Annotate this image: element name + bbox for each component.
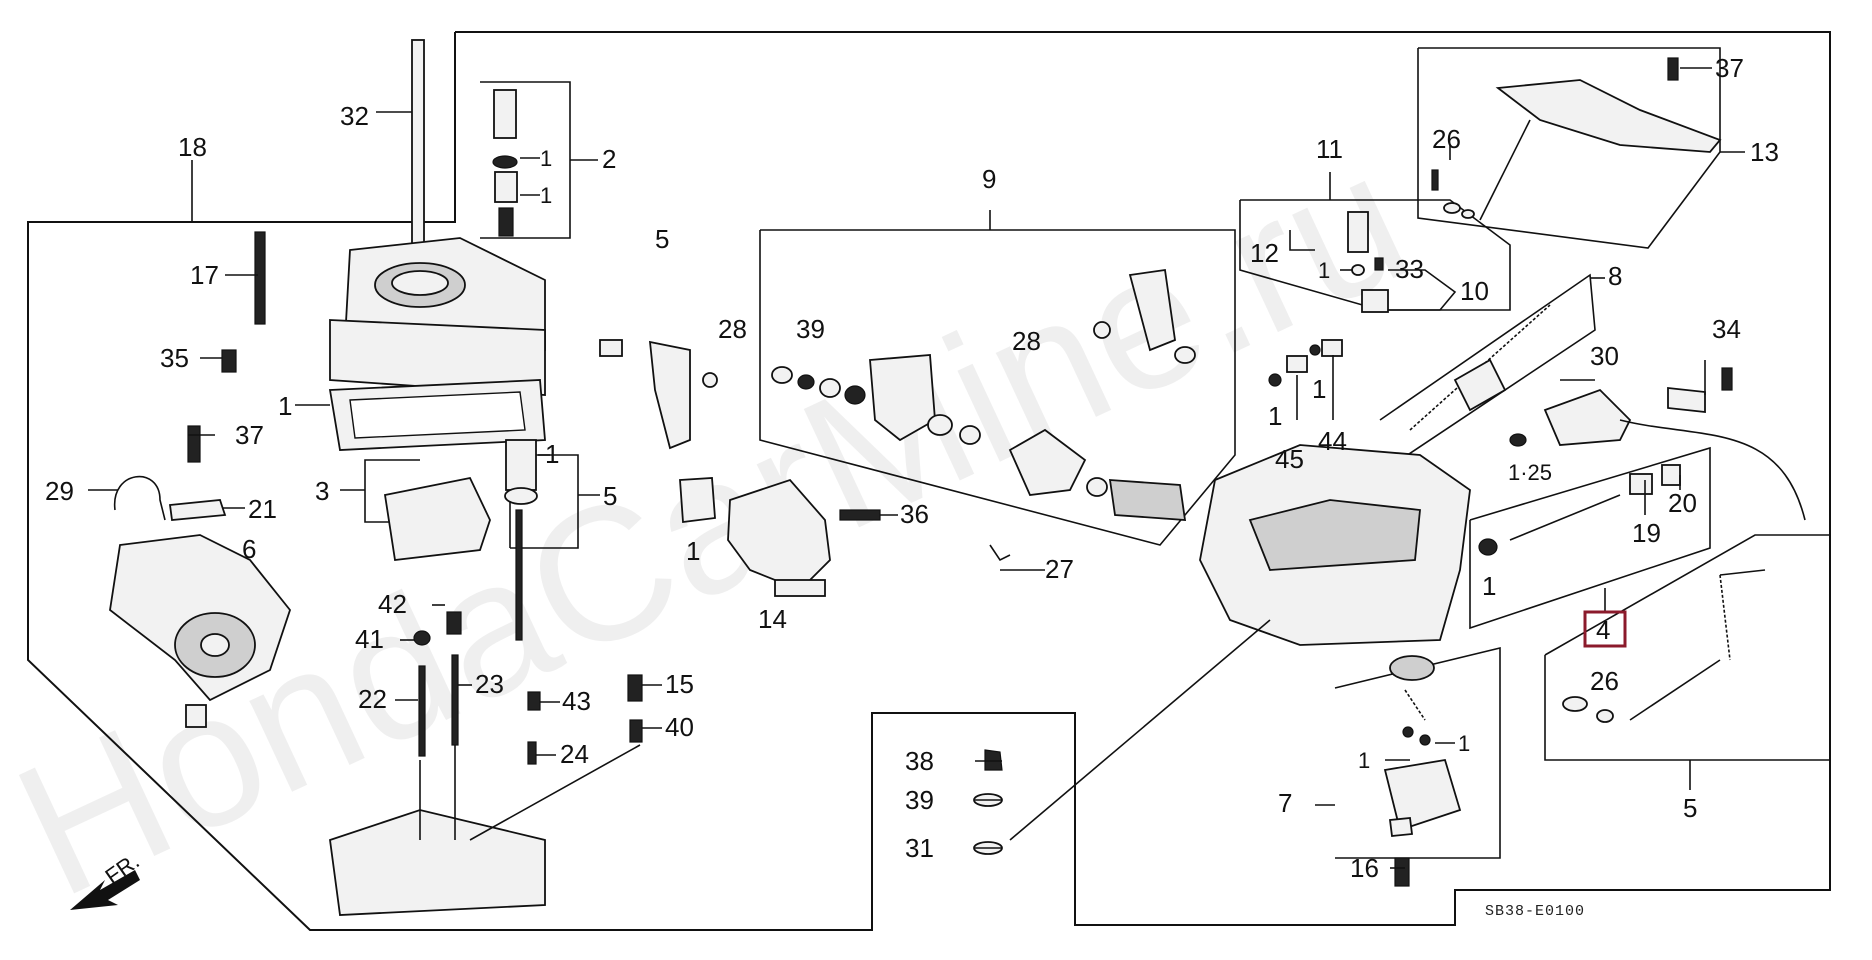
callout-1: 1 — [540, 183, 552, 208]
callout-33: 33 — [1395, 254, 1424, 284]
drawing-code: SB38-E0100 — [1485, 903, 1585, 920]
callout-1: 1 — [1482, 571, 1496, 601]
callout-9: 9 — [982, 164, 996, 194]
callout-14: 14 — [758, 604, 787, 634]
callout-13: 13 — [1750, 137, 1779, 167]
callout-26: 26 — [1590, 666, 1619, 696]
callout-16: 16 — [1350, 853, 1379, 883]
group-13-box — [1417, 47, 1721, 249]
choke-bracket — [648, 340, 691, 450]
callout-37: 37 — [1715, 53, 1744, 83]
callout-1: 1 — [1312, 374, 1326, 404]
callout-43: 43 — [562, 686, 591, 716]
callout-29: 29 — [45, 476, 74, 506]
callout-5: 5 — [603, 481, 617, 511]
callout-10: 10 — [1460, 276, 1489, 306]
callout-32: 32 — [340, 101, 369, 131]
callout-23: 23 — [475, 669, 504, 699]
callout-5: 5 — [1683, 793, 1697, 823]
outer-frame — [27, 31, 1831, 931]
linkage-parts — [771, 268, 1196, 562]
callout-42: 42 — [378, 589, 407, 619]
callout-1: 1 — [545, 439, 559, 469]
callout-1: 1 — [278, 391, 292, 421]
callout-24: 24 — [560, 739, 589, 769]
callout-26: 26 — [1432, 124, 1461, 154]
callout-1: 1 — [540, 146, 552, 171]
diaphragm-cover-7 — [1383, 758, 1462, 832]
callout-18: 18 — [178, 132, 207, 162]
callout-20: 20 — [1668, 488, 1697, 518]
group-11-box — [1239, 199, 1511, 311]
callout-labels: 32 18 17 35 37 29 21 6 2 1 1 1 3 1 5 42 … — [45, 53, 1779, 920]
carb-cover-part — [329, 39, 546, 396]
callout-21: 21 — [248, 494, 277, 524]
callout-22: 22 — [358, 684, 387, 714]
accelerator-pump-14 — [727, 478, 831, 592]
highlight-box — [1583, 610, 1627, 648]
base-body-part — [329, 809, 546, 916]
part-30 — [1543, 388, 1632, 446]
callout-41: 41 — [355, 624, 384, 654]
callout-1: 1 — [1458, 731, 1470, 756]
callout-7: 7 — [1278, 788, 1292, 818]
callout-2: 2 — [602, 144, 616, 174]
callout-15: 15 — [665, 669, 694, 699]
callout-31: 31 — [905, 833, 934, 863]
front-arrow-icon — [70, 870, 140, 910]
callout-36: 36 — [900, 499, 929, 529]
callout-8: 8 — [1608, 261, 1622, 291]
callout-12: 12 — [1250, 238, 1279, 268]
callout-6: 6 — [242, 534, 256, 564]
callout-3: 3 — [315, 476, 329, 506]
callout-40: 40 — [665, 712, 694, 742]
callout-27: 27 — [1045, 554, 1074, 584]
callout-45: 45 — [1275, 444, 1304, 474]
callout-28: 28 — [718, 314, 747, 344]
callout-1: 1 — [1318, 258, 1330, 283]
group-4-box — [1469, 446, 1711, 630]
callout-19: 19 — [1632, 518, 1661, 548]
callout-34: 34 — [1712, 314, 1741, 344]
callout-1: 1 — [1358, 748, 1370, 773]
callout-1-25: 1·25 — [1508, 460, 1552, 485]
callout-39: 39 — [796, 314, 825, 344]
bracket-13 — [1495, 79, 1722, 153]
callout-30: 30 — [1590, 341, 1619, 371]
callout-39: 39 — [905, 785, 934, 815]
callout-38: 38 — [905, 746, 934, 776]
callout-17: 17 — [190, 260, 219, 290]
callout-4-highlighted[interactable]: 4 — [1596, 615, 1610, 645]
callout-35: 35 — [160, 343, 189, 373]
group-9-box — [759, 229, 1236, 546]
bolt-17 — [254, 231, 266, 325]
callout-28: 28 — [1012, 326, 1041, 356]
float-3 — [383, 476, 491, 561]
callout-44: 44 — [1318, 426, 1347, 456]
callout-1: 1 — [1268, 401, 1282, 431]
callout-11: 11 — [1316, 134, 1343, 164]
callout-5: 5 — [655, 224, 669, 254]
callout-37: 37 — [235, 420, 264, 450]
callout-1: 1 — [686, 536, 700, 566]
